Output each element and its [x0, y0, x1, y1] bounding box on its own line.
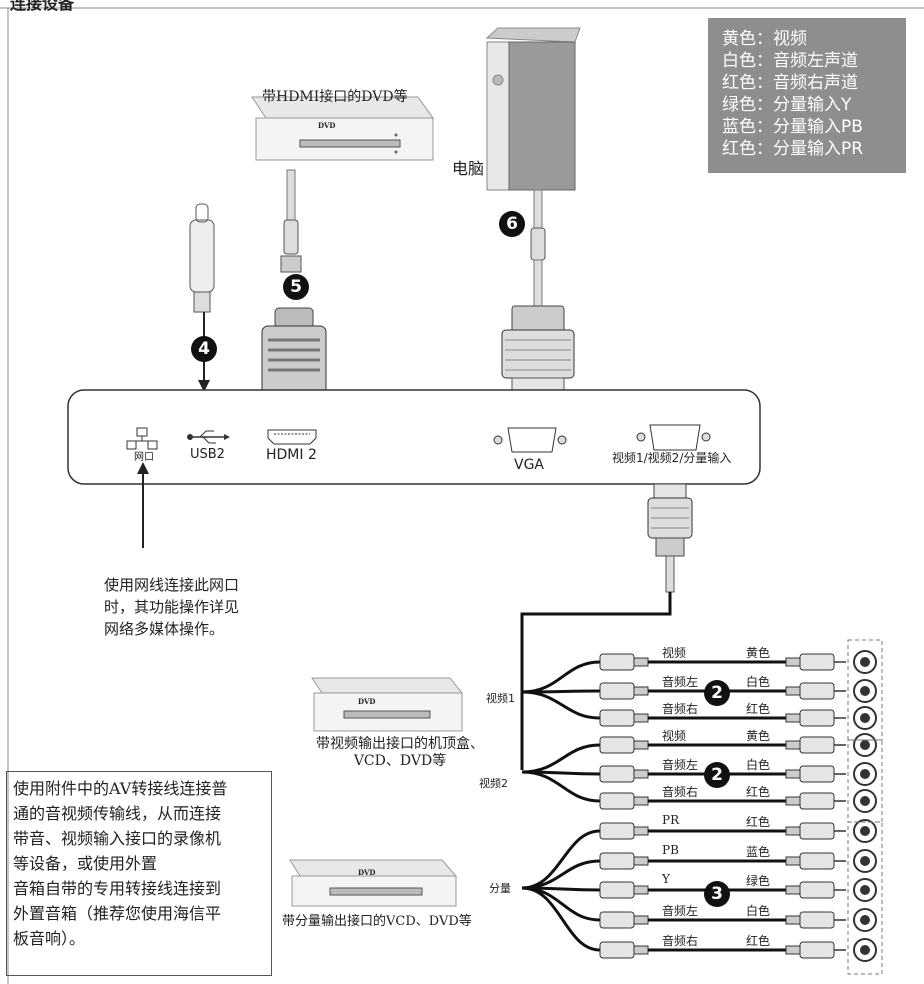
group-label-component: 分量	[489, 882, 511, 895]
usb-port-label: USB2	[190, 447, 225, 462]
component-dvd-player	[289, 859, 458, 907]
av-port-label: 视频1/视频2/分量输入	[612, 451, 732, 465]
rca-cable-row	[521, 650, 877, 694]
badge-5: 5	[283, 274, 309, 300]
rca-cable-row	[521, 878, 877, 902]
rear-panel	[67, 389, 761, 485]
cable-left-label: 视频	[662, 646, 687, 660]
cable-right-label: 红色	[746, 934, 771, 948]
cable-right-label: 红色	[746, 702, 771, 716]
legend-item: 绿色：分量输入Y	[722, 95, 852, 115]
lan-note: 使用网线连接此网口 时，其功能操作详见 网络多媒体操作。	[104, 574, 239, 640]
lan-port-icon	[126, 427, 158, 450]
set-top-box	[311, 677, 464, 732]
cable-left-label: 音频右	[662, 785, 699, 799]
cable-left-label: Y	[662, 872, 670, 886]
av-adapter-note: 使用附件中的AV转接线连接普 通的音视频传输线，从而连接 带音、视频输入接口的录…	[6, 771, 272, 976]
usb-port-icon	[187, 430, 230, 444]
cable-right-label: 红色	[746, 815, 771, 829]
badge-3: 3	[704, 881, 730, 907]
rca-cable-row	[521, 690, 877, 730]
cable-right-label: 绿色	[746, 874, 771, 888]
note-line: 外置音箱（推荐您使用海信平	[13, 904, 222, 923]
cable-right-label: 白色	[746, 758, 771, 772]
lan-note-line: 时，其功能操作详见	[104, 598, 240, 616]
note-line: 等设备，或使用外置	[13, 854, 158, 873]
hdmi-cable	[261, 169, 327, 415]
rca-cable-row	[521, 849, 877, 890]
cable-left-label: 视频	[662, 729, 687, 743]
legend-item: 白色：音频左声道	[722, 51, 858, 71]
note-line: 板音响）。	[13, 929, 86, 948]
note-line: 音箱自带的专用转接线连接到	[13, 879, 222, 898]
cable-left-label: 音频左	[662, 758, 699, 772]
cable-left-label: PR	[662, 813, 680, 827]
rca-cable-row	[521, 886, 877, 932]
rca-cable-row	[521, 770, 877, 813]
cable-right-label: 红色	[746, 785, 771, 799]
dvd-logo: DVD	[358, 868, 376, 877]
component-dvd-caption: 带分量输出接口的VCD、DVD等	[282, 914, 472, 929]
cable-left-label: PB	[662, 843, 679, 857]
cable-right-label: 黄色	[746, 729, 771, 743]
header-title: 连接设备	[10, 0, 75, 13]
dvd-logo: DVD	[318, 121, 336, 130]
stb-caption: 带视频输出接口的机顶盒、 VCD、DVD等	[316, 736, 484, 769]
cable-left-label: 音频左	[662, 675, 699, 689]
rca-cable-row	[521, 886, 877, 962]
cable-left-label: 音频左	[662, 904, 699, 918]
note-line: 使用附件中的AV转接线连接普	[13, 779, 228, 798]
cable-right-label: 黄色	[746, 646, 771, 660]
color-legend: 黄色：视频 白色：音频左声道 红色：音频右声道 绿色：分量输入Y 蓝色：分量输入…	[708, 18, 906, 173]
cable-right-label: 蓝色	[746, 845, 771, 859]
pc-tower	[485, 27, 581, 191]
lan-note-line: 网络多媒体操作。	[104, 620, 225, 638]
hdmi-port-label: HDMI 2	[266, 447, 317, 463]
rca-cable-rows	[521, 650, 877, 962]
note-line: 通的音视频传输线，从而连接	[13, 804, 222, 823]
legend-item: 红色：分量输入PR	[722, 139, 864, 159]
note-line: 带音、视频输入接口的录像机	[13, 829, 222, 848]
vga-port-label: VGA	[514, 457, 545, 473]
vga-cable	[501, 189, 575, 393]
component-jack-group	[847, 821, 883, 975]
pc-caption: 电脑	[452, 159, 485, 178]
badge-4: 4	[191, 336, 217, 362]
lan-port-label: 网口	[134, 452, 154, 463]
group-label-video1: 视频1	[486, 692, 515, 705]
badge-2: 2	[704, 680, 730, 706]
hdmi-port-icon	[267, 429, 317, 445]
cable-right-label: 白色	[746, 675, 771, 689]
legend-item: 蓝色：分量输入PB	[722, 117, 863, 137]
dvd-logo: DVD	[358, 697, 376, 706]
cable-left-label: 音频右	[662, 702, 699, 716]
badge-2: 2	[704, 762, 730, 788]
lan-note-line: 使用网线连接此网口	[104, 576, 240, 594]
group-label-video2: 视频2	[479, 777, 508, 790]
av-component-port-icon	[636, 424, 711, 451]
legend-item: 红色：音频右声道	[722, 73, 858, 93]
badge-6: 6	[499, 211, 525, 237]
cable-left-label: 音频右	[662, 934, 699, 948]
legend-item: 黄色：视频	[722, 29, 807, 49]
usb-stick	[189, 203, 215, 392]
vga-port-icon	[493, 427, 567, 453]
hdmi-dvd-player	[251, 96, 434, 161]
hdmi-dvd-caption: 带HDMI接口的DVD等	[262, 89, 408, 105]
cable-right-label: 白色	[746, 904, 771, 918]
rca-cable-row	[521, 679, 877, 703]
rca-cable-row	[521, 762, 877, 786]
